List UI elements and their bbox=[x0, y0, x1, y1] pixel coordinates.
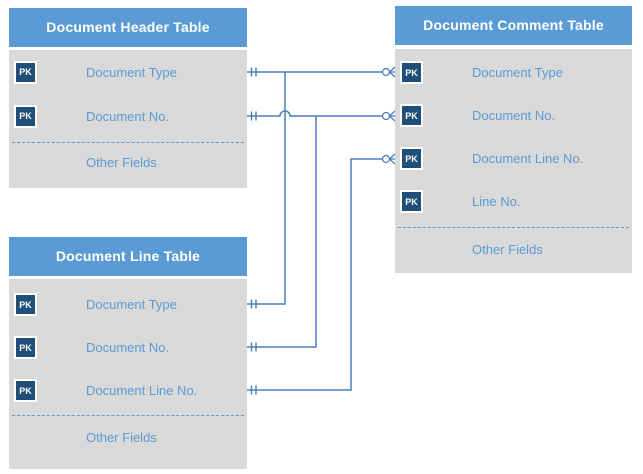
field-row-document-no: PK Document No. bbox=[9, 94, 247, 138]
table-body: PK Document Type PK Document No. Other F… bbox=[9, 50, 247, 188]
other-fields-row: Other Fields bbox=[395, 228, 632, 270]
connector-line-doclineno-to-comment-doclineno bbox=[247, 158, 383, 391]
field-row-line-no: PK Line No. bbox=[395, 180, 632, 223]
one-and-only-one-icon bbox=[250, 67, 257, 395]
table-title: Document Comment Table bbox=[395, 6, 632, 45]
other-fields-row: Other Fields bbox=[9, 416, 247, 458]
connector-line-doctype-to-comment-doctype bbox=[247, 72, 286, 305]
entity-document-header-table: Document Header Table PK Document Type P… bbox=[9, 8, 247, 188]
field-row-document-no: PK Document No. bbox=[9, 326, 247, 369]
other-fields-label: Other Fields bbox=[86, 154, 157, 170]
connector-line-docno-to-comment-docno bbox=[247, 116, 317, 348]
entity-document-line-table: Document Line Table PK Document Type PK … bbox=[9, 237, 247, 469]
entity-document-comment-table: Document Comment Table PK Document Type … bbox=[395, 6, 632, 273]
pk-badge: PK bbox=[14, 379, 37, 402]
pk-badge: PK bbox=[400, 104, 423, 127]
field-label: Document Line No. bbox=[86, 383, 198, 398]
zero-or-many-icon bbox=[381, 66, 396, 165]
table-body: PK Document Type PK Document No. PK Docu… bbox=[395, 49, 632, 273]
field-label: Document Line No. bbox=[472, 151, 584, 166]
field-label: Document Type bbox=[472, 65, 563, 80]
pk-badge: PK bbox=[400, 190, 423, 213]
field-label: Document Type bbox=[86, 297, 177, 312]
connector-header-docno-to-comment-docno bbox=[247, 110, 383, 117]
other-fields-label: Other Fields bbox=[472, 241, 543, 257]
field-separator bbox=[398, 227, 629, 228]
field-row-document-no: PK Document No. bbox=[395, 94, 632, 137]
pk-badge: PK bbox=[14, 60, 37, 84]
pk-badge: PK bbox=[14, 104, 37, 128]
other-fields-label: Other Fields bbox=[86, 429, 157, 445]
pk-badge: PK bbox=[400, 147, 423, 170]
field-row-document-line-no: PK Document Line No. bbox=[395, 137, 632, 180]
field-label: Line No. bbox=[472, 194, 521, 209]
field-row-document-line-no: PK Document Line No. bbox=[9, 369, 247, 412]
other-fields-row: Other Fields bbox=[9, 143, 247, 181]
field-row-document-type: PK Document Type bbox=[395, 51, 632, 94]
table-title: Document Line Table bbox=[9, 237, 247, 276]
pk-badge: PK bbox=[400, 61, 423, 84]
field-label: Document No. bbox=[86, 108, 170, 124]
field-label: Document No. bbox=[472, 108, 556, 123]
pk-badge: PK bbox=[14, 293, 37, 316]
table-body: PK Document Type PK Document No. PK Docu… bbox=[9, 279, 247, 469]
field-row-document-type: PK Document Type bbox=[9, 283, 247, 326]
field-separator bbox=[12, 415, 244, 416]
field-label: Document No. bbox=[86, 340, 170, 355]
field-row-document-type: PK Document Type bbox=[9, 50, 247, 94]
field-separator bbox=[12, 142, 244, 143]
pk-badge: PK bbox=[14, 336, 37, 359]
table-title: Document Header Table bbox=[9, 8, 247, 47]
field-label: Document Type bbox=[86, 64, 177, 80]
